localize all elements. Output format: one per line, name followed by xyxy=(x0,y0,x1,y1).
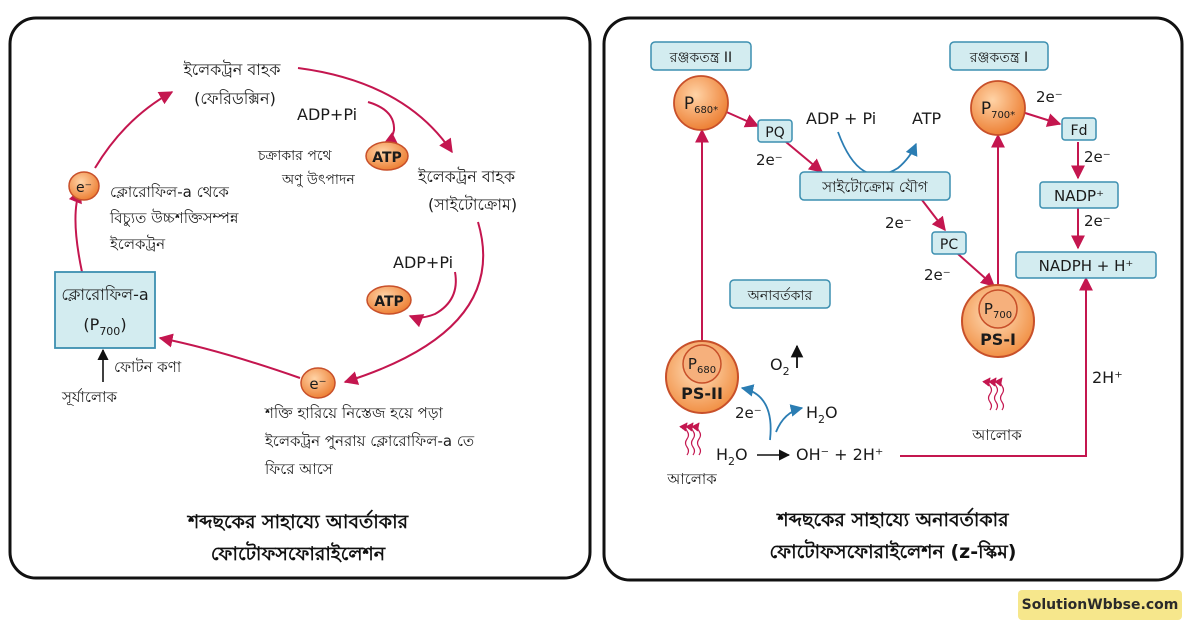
nadph-label: NADPH + H⁺ xyxy=(1039,257,1134,275)
adp-pi-label-1: ADP+Pi xyxy=(297,105,357,124)
p680-label: P680 xyxy=(688,355,716,376)
fd-box xyxy=(1061,117,1097,141)
cytochrome-box xyxy=(799,171,951,201)
p700-excited-orb xyxy=(970,80,1026,136)
cyt-electrons: 2e⁻ xyxy=(885,214,912,232)
nadp-label: NADP⁺ xyxy=(1054,187,1104,205)
noncyclic-label: অনাবর্তকার xyxy=(747,287,813,304)
sunlight-label: সূর্যালোক xyxy=(61,388,117,407)
noncyclic-caption-line1: শব্দছকের সাহায্যে অনাবর্তাকার xyxy=(775,507,1010,531)
arrow-pq-to-cyt xyxy=(785,141,824,173)
fd-electrons-out: 2e⁻ xyxy=(1084,148,1111,166)
light-wave-ps2-icon xyxy=(679,422,702,456)
fd-label: Fd xyxy=(1071,123,1088,139)
arrow-protons-to-nadph xyxy=(900,276,1093,457)
pq-box xyxy=(757,119,793,143)
adp-pi-label: ADP + Pi xyxy=(806,109,876,128)
atp-label-2: ATP xyxy=(374,294,404,310)
pc-electrons: 2e⁻ xyxy=(924,266,951,284)
atp-note-line2: অণু উৎপাদন xyxy=(281,171,355,188)
oxygen-label: O2 xyxy=(770,355,790,378)
excited-electron-line3: ইলেকট্রন xyxy=(109,235,166,253)
p700-excited-label: P700* xyxy=(981,99,1015,121)
water-label: H2O xyxy=(716,445,748,468)
chlorophyll-box-name: ক্লোরোফিল-a xyxy=(61,285,148,304)
p680-excited-orb xyxy=(673,75,729,131)
ps1-label-box xyxy=(949,41,1049,71)
water-product-label: H2O xyxy=(806,403,838,426)
atp-note-line1: চক্রাকার পথে xyxy=(257,148,332,164)
arrow-electron-to-chl xyxy=(158,333,301,379)
ps1-label: রঞ্জকতন্ত্র I xyxy=(969,50,1028,66)
arrow-p700-to-fd xyxy=(1021,111,1062,127)
pq-label: PQ xyxy=(765,125,784,141)
adp-pi-label-2: ADP+Pi xyxy=(393,253,453,272)
p680-excited-label: P680* xyxy=(684,94,718,116)
p680-orb xyxy=(682,344,722,384)
atp-orb-1 xyxy=(365,141,409,171)
ps2-label: রঞ্জকতন্ত্র II xyxy=(669,50,732,66)
water-product-curve xyxy=(775,404,804,433)
light-wave-ps1-icon xyxy=(982,377,1005,411)
electron-orb-bottom xyxy=(300,367,336,399)
atp-label-1: ATP xyxy=(372,150,402,166)
return-electron-line3: ফিরে আসে xyxy=(264,460,334,478)
chlorophyll-box-p700: (P700) xyxy=(83,315,126,338)
nadp-electrons: 2e⁻ xyxy=(1084,212,1111,230)
water-electron-curve xyxy=(740,384,772,441)
ps2-label-box xyxy=(650,41,752,71)
carrier-ferredoxin-name: (ফেরিডক্সিন) xyxy=(194,89,276,108)
arrow-ferredoxin-to-cytochrome xyxy=(297,67,453,154)
pq-electrons: 2e⁻ xyxy=(756,151,783,169)
cyclic-caption-line2: ফোটোফসফোরাইলেশন xyxy=(211,541,386,565)
noncyclic-caption-line2: ফোটোফসফোরাইলেশন (z-স্কিম) xyxy=(770,539,1017,563)
arrow-adp-to-atp-1 xyxy=(367,101,399,145)
nadph-box xyxy=(1015,251,1157,279)
atp-label: ATP xyxy=(912,109,941,128)
split-products-label: OH⁻ + 2H⁺ xyxy=(796,445,883,464)
atp-orb-2 xyxy=(366,285,412,315)
nadp-box xyxy=(1039,181,1119,209)
cyclic-panel xyxy=(8,16,592,580)
photon-label: ফোটন কণা xyxy=(114,358,182,376)
return-electron-line1: শক্তি হারিয়ে নিস্তেজ হয়ে পড়া xyxy=(264,404,444,422)
electron-label-bottom: e⁻ xyxy=(309,375,326,393)
light-label-ps2: আলোক xyxy=(666,470,717,488)
protons-label: 2H⁺ xyxy=(1092,368,1123,387)
return-electron-line2: ইলেকট্রন পুনরায় ক্লোরোফিল-a তে xyxy=(264,432,475,450)
electron-label-top: e⁻ xyxy=(76,180,92,196)
chlorophyll-box xyxy=(54,271,156,349)
carrier-cytochrome-name: (সাইটোক্রোম) xyxy=(428,195,517,214)
arrow-electron-to-ferredoxin xyxy=(94,91,174,169)
arrow-cytochrome-to-electron xyxy=(343,221,485,385)
pc-box xyxy=(931,231,967,255)
p700-label: P700 xyxy=(984,300,1012,321)
arrow-cyt-to-pc xyxy=(921,199,946,232)
carrier-cytochrome-label: ইলেকট্রন বাহক xyxy=(417,167,516,186)
atp-synthesis-curve xyxy=(837,131,918,176)
arrow-pc-to-p700 xyxy=(957,253,996,287)
arrow-adp-to-atp-2 xyxy=(408,271,457,328)
excited-electron-line2: বিচ্যুত উচ্চশক্তিসম্পন্ন xyxy=(109,209,239,227)
noncyclic-label-box xyxy=(729,279,831,309)
electron-orb-top xyxy=(68,171,100,201)
carrier-ferredoxin-label: ইলেকট্রন বাহক xyxy=(182,60,281,79)
ps1-name: PS-I xyxy=(980,330,1016,349)
excited-electron-line1: ক্লোরোফিল-a থেকে xyxy=(110,183,229,201)
cytochrome-label: সাইটোক্রোম যৌগ xyxy=(821,178,929,196)
noncyclic-panel xyxy=(602,16,1184,582)
ps2-name: PS-II xyxy=(681,384,723,403)
p700-orb xyxy=(978,289,1018,329)
water-electrons: 2e⁻ xyxy=(735,404,762,422)
arrow-p680-to-pq xyxy=(721,109,760,128)
light-label-ps1: আলোক xyxy=(971,426,1022,444)
pc-label: PC xyxy=(940,237,958,253)
cyclic-caption-line1: শব্দছকের সাহায্যে আবর্তাকার xyxy=(186,509,410,533)
watermark: SolutionWbbse.com xyxy=(1018,590,1182,620)
fd-electrons-in: 2e⁻ xyxy=(1036,88,1063,106)
